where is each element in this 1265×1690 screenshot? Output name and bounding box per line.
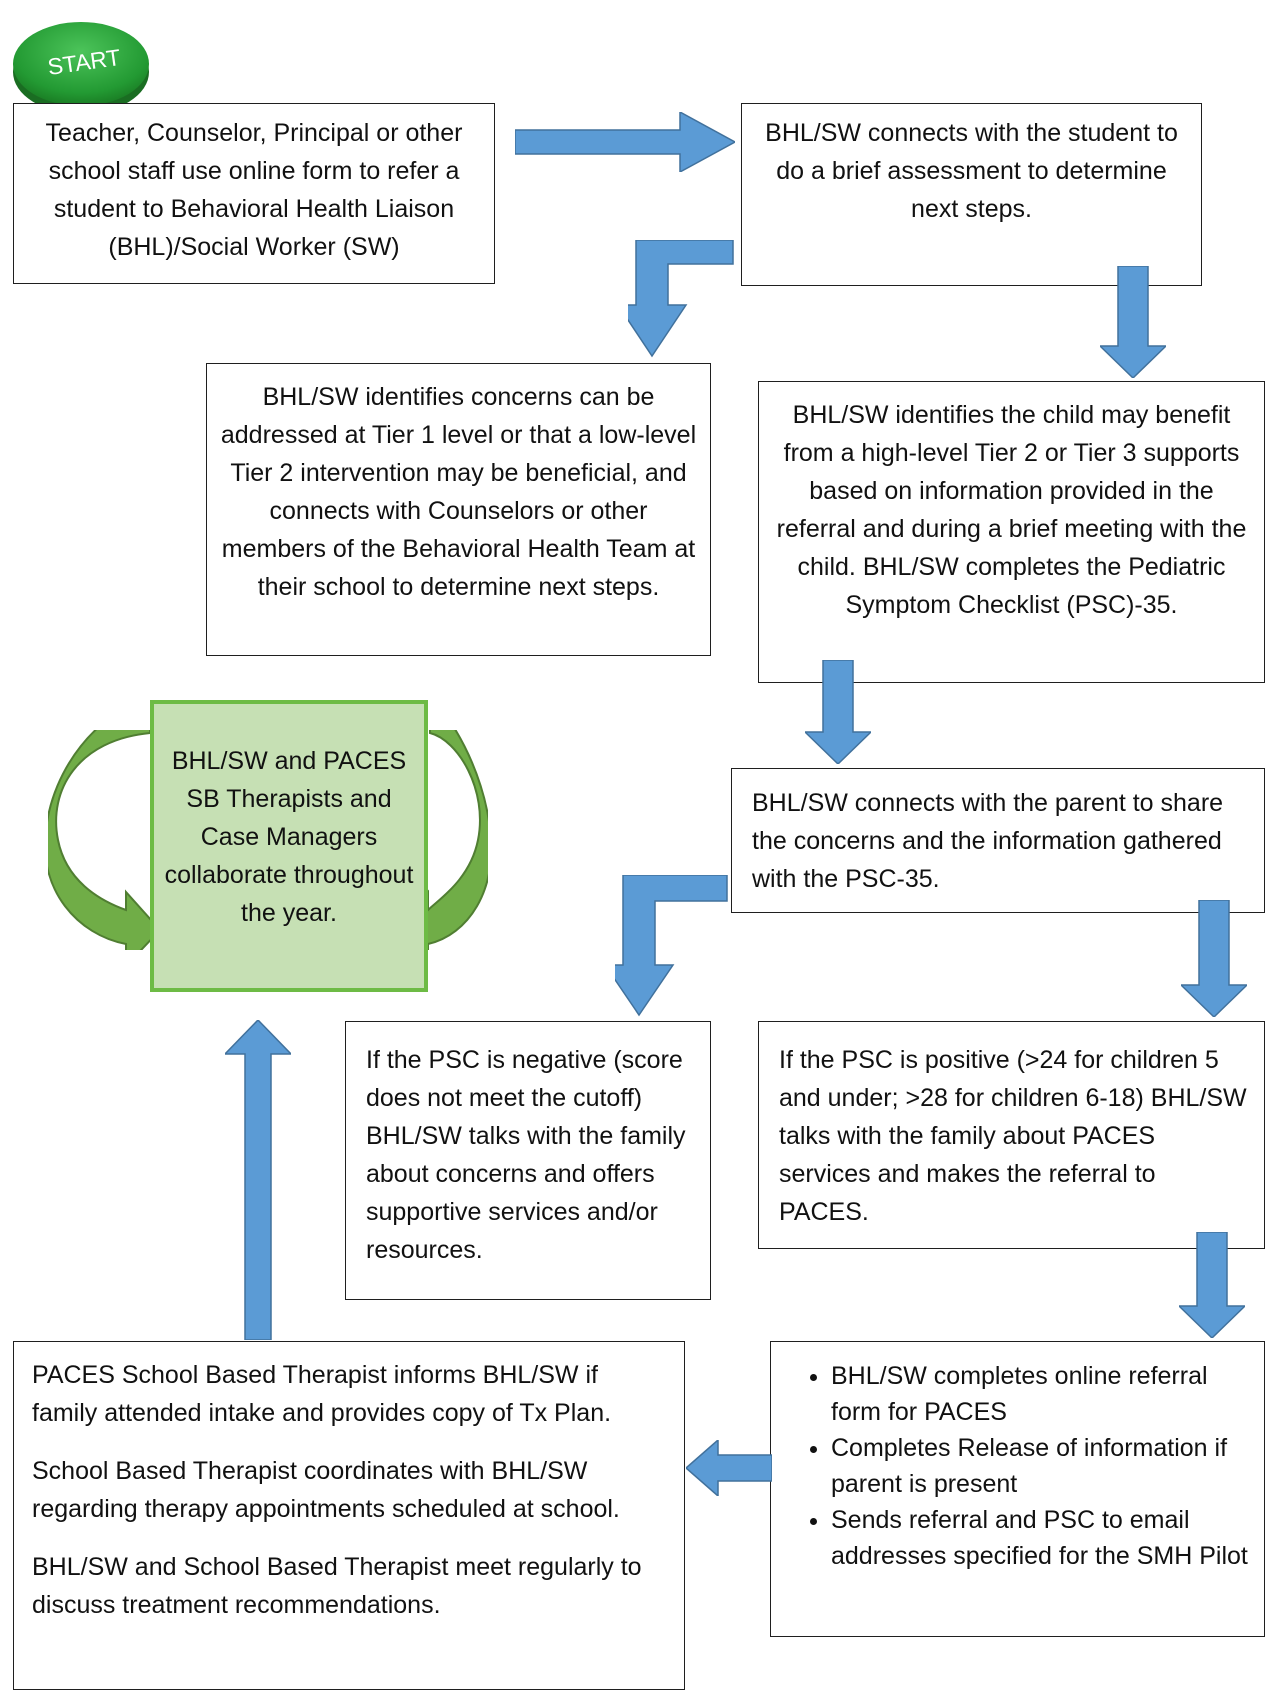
- referral-steps-box: BHL/SW completes online referral form fo…: [770, 1341, 1265, 1637]
- arrow-left-icon: [686, 1440, 772, 1496]
- referral-step: BHL/SW completes online referral form fo…: [831, 1358, 1250, 1430]
- left-curve-arrow-icon: [48, 730, 162, 950]
- arrow-down-icon: [1100, 266, 1166, 378]
- connect-student-box: BHL/SW connects with the student to do a…: [741, 103, 1202, 286]
- referral-step: Completes Release of information if pare…: [831, 1430, 1250, 1502]
- referral-box: Teacher, Counselor, Principal or other s…: [13, 103, 495, 284]
- referral-step: Sends referral and PSC to email addresse…: [831, 1502, 1250, 1574]
- therapist-paragraph: BHL/SW and School Based Therapist meet r…: [32, 1553, 642, 1619]
- referral-steps-list: BHL/SW completes online referral form fo…: [771, 1358, 1250, 1574]
- arrow-down-icon: [1179, 1232, 1245, 1338]
- psc-positive-box: If the PSC is positive (>24 for children…: [758, 1021, 1265, 1249]
- tier23-box: BHL/SW identifies the child may benefit …: [758, 381, 1265, 683]
- connect-student-text: BHL/SW connects with the student to do a…: [765, 119, 1178, 223]
- arrow-down-icon: [805, 660, 871, 764]
- therapist-paragraph: PACES School Based Therapist informs BHL…: [32, 1361, 612, 1427]
- psc-negative-text: If the PSC is negative (score does not m…: [366, 1046, 686, 1264]
- tier1-box: BHL/SW identifies concerns can be addres…: [206, 363, 711, 656]
- referral-text: Teacher, Counselor, Principal or other s…: [45, 119, 463, 261]
- arrow-down-icon: [1181, 900, 1247, 1017]
- collaborate-box: BHL/SW and PACES SB Therapists and Case …: [150, 700, 428, 992]
- tier1-text: BHL/SW identifies concerns can be addres…: [220, 383, 697, 601]
- collaborate-text: BHL/SW and PACES SB Therapists and Case …: [164, 747, 414, 927]
- arrow-elbow-down-left-icon: [628, 240, 734, 358]
- arrow-right-icon: [515, 112, 735, 172]
- connect-parent-box: BHL/SW connects with the parent to share…: [731, 768, 1265, 913]
- start-button[interactable]: START: [8, 12, 154, 116]
- therapist-box: PACES School Based Therapist informs BHL…: [13, 1341, 685, 1690]
- arrow-up-icon: [225, 1020, 291, 1340]
- psc-positive-text: If the PSC is positive (>24 for children…: [779, 1046, 1247, 1226]
- arrow-elbow-down-left-icon: [615, 875, 728, 1017]
- connect-parent-text: BHL/SW connects with the parent to share…: [752, 789, 1224, 893]
- right-curve-arrow-icon: [390, 730, 488, 950]
- therapist-paragraph: School Based Therapist coordinates with …: [32, 1457, 620, 1523]
- tier23-text: BHL/SW identifies the child may benefit …: [776, 401, 1247, 619]
- psc-negative-box: If the PSC is negative (score does not m…: [345, 1021, 711, 1300]
- collab-curved-arrows: [48, 730, 488, 950]
